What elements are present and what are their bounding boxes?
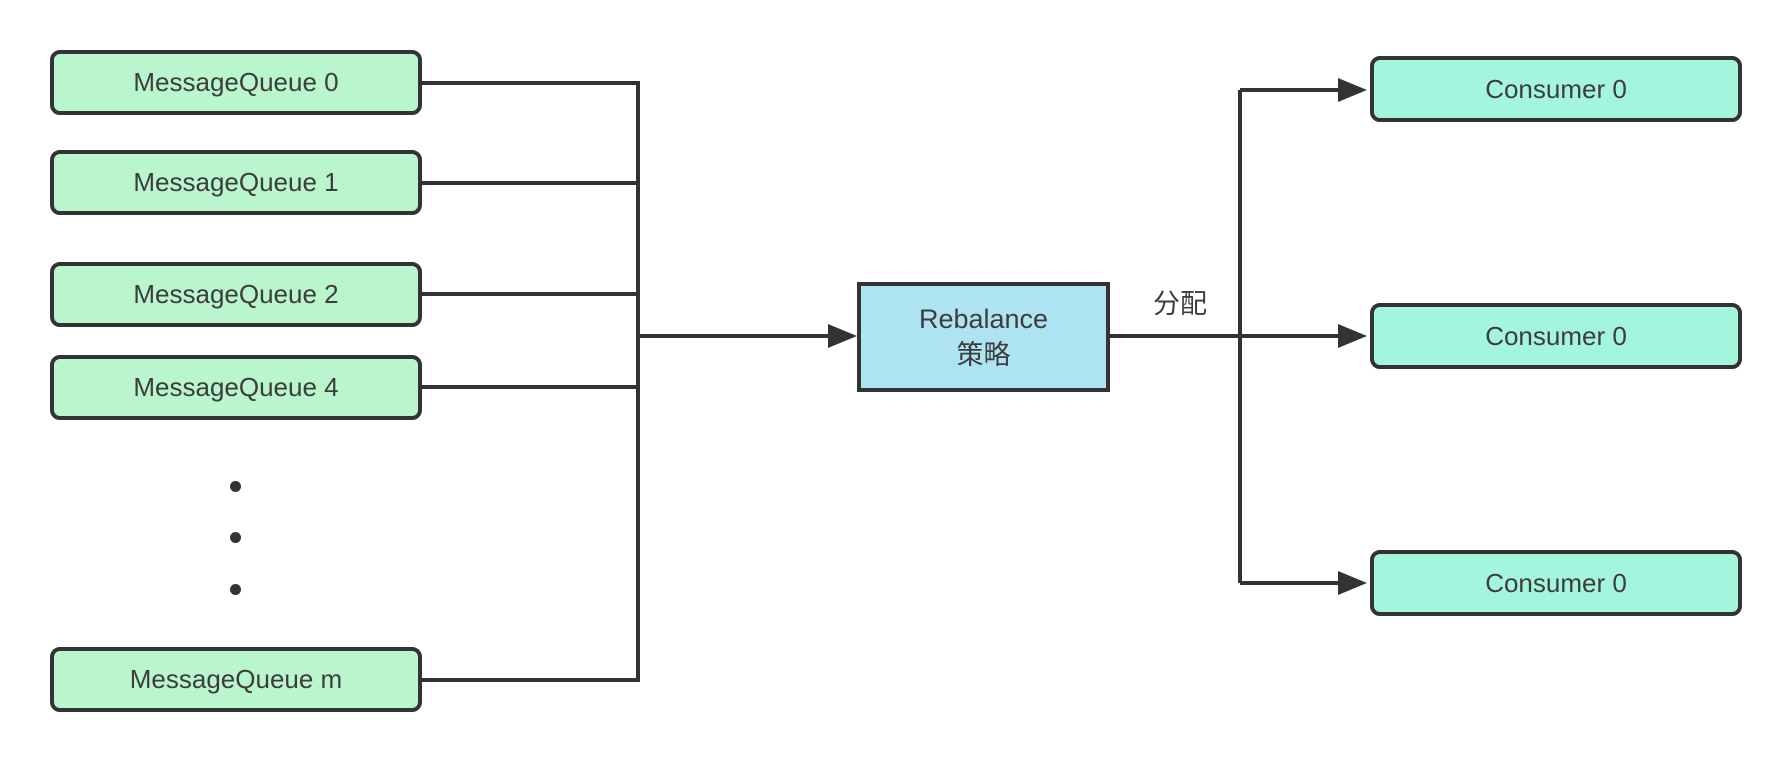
node-rebalance-strategy: Rebalance 策略: [857, 282, 1110, 392]
arrowhead-into-consumer2: [1338, 571, 1367, 595]
edge-label-allocate: 分配: [1153, 289, 1207, 319]
ellipsis-dot: [230, 481, 241, 492]
rebalance-label-line2: 策略: [956, 340, 1011, 370]
ellipsis-dot: [230, 584, 241, 595]
node-label: MessageQueue 1: [133, 167, 339, 197]
node-label: MessageQueue 0: [133, 67, 339, 97]
node-label: MessageQueue 4: [133, 372, 339, 402]
ellipsis-dot: [230, 532, 241, 543]
node-label: Consumer 0: [1485, 567, 1627, 598]
node-consumer-0: Consumer 0: [1370, 56, 1742, 122]
node-messagequeue-1: MessageQueue 1: [50, 150, 422, 215]
node-messagequeue-2: MessageQueue 2: [50, 262, 422, 327]
node-consumer-2: Consumer 0: [1370, 550, 1742, 616]
rebalance-edges: [638, 88, 1340, 585]
arrowhead-into-consumer0: [1338, 78, 1367, 102]
node-consumer-1: Consumer 0: [1370, 303, 1742, 369]
node-messagequeue-4: MessageQueue 4: [50, 355, 422, 420]
node-messagequeue-m: MessageQueue m: [50, 647, 422, 712]
node-messagequeue-0: MessageQueue 0: [50, 50, 422, 115]
arrowhead-into-rebalance: [828, 324, 857, 348]
rebalance-label-line1: Rebalance: [918, 303, 1049, 334]
node-label: Consumer 0: [1485, 320, 1627, 351]
node-label: MessageQueue 2: [133, 279, 339, 309]
queue-collector-lines: [422, 81, 640, 682]
node-label: MessageQueue m: [129, 664, 343, 694]
arrowheads: [828, 78, 1367, 595]
arrowhead-into-consumer1: [1338, 324, 1367, 348]
node-label: Consumer 0: [1485, 73, 1627, 104]
